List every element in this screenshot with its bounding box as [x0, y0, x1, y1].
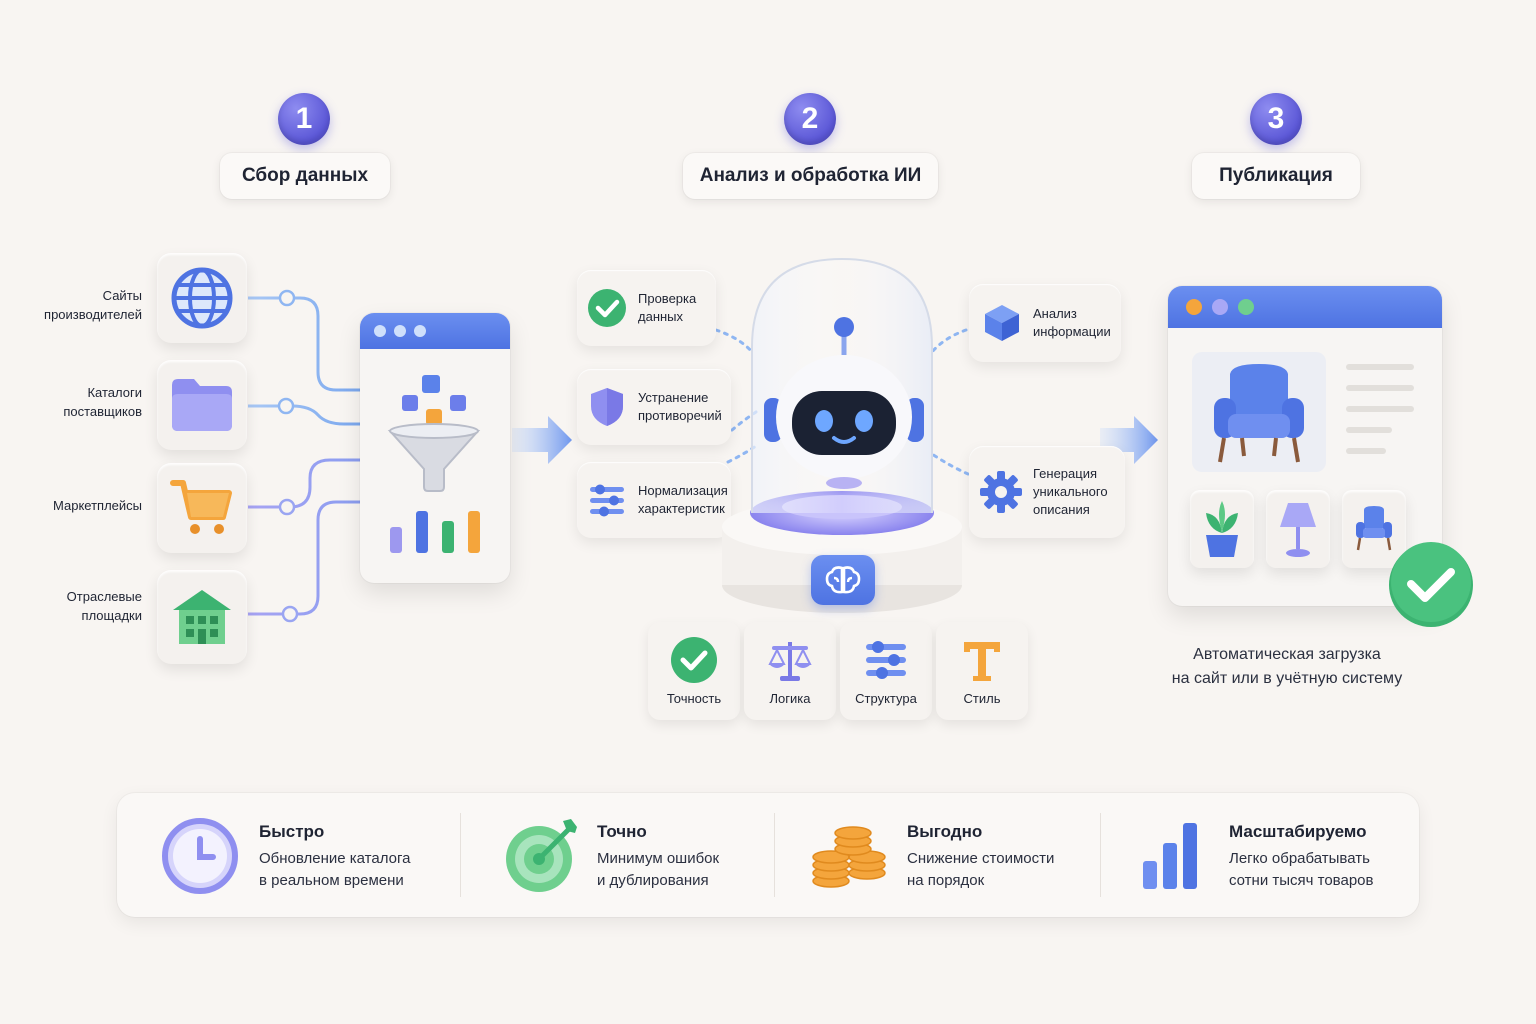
benefit-title-fast: Быстро: [259, 822, 325, 841]
thumb-plant: [1190, 490, 1254, 568]
globe-icon: [171, 267, 233, 329]
coins-icon: [812, 826, 886, 888]
divider: [460, 813, 461, 897]
source-tile-suppliers: [157, 360, 247, 450]
benefit-title-scalable: Масштабируемо: [1229, 822, 1367, 841]
source-tile-industry: [157, 570, 247, 664]
shield-icon: [591, 388, 623, 426]
window-dot: [414, 325, 426, 337]
window-dot: [374, 325, 386, 337]
brain-icon: [825, 566, 861, 594]
plant-icon: [1206, 501, 1238, 557]
sliders-icon: [866, 641, 906, 679]
ai-robot-icon: [722, 257, 962, 613]
cube-icon: [985, 305, 1019, 341]
quality-label: Точность: [666, 691, 722, 706]
bar-chart-icon: [390, 511, 480, 553]
quality-label: Логика: [769, 691, 811, 706]
step-3-title: Публикация: [1192, 153, 1360, 199]
step-3-badge: 3: [1250, 93, 1302, 145]
data-collector-window: [360, 313, 510, 583]
source-label-marketplaces: Маркетплейсы: [53, 498, 142, 513]
quality-label: Стиль: [963, 691, 1001, 706]
text-lines-icon: [1346, 364, 1414, 454]
brain-badge: [811, 555, 875, 605]
step-2-title: Анализ и обработка ИИ: [683, 153, 938, 199]
letter-t-icon: [964, 642, 1000, 681]
quality-strip: Точность Логика Структура Стиль: [646, 620, 1030, 724]
quality-accuracy: Точность: [648, 622, 740, 720]
target-icon: [506, 819, 577, 892]
source-tile-manufacturers: [157, 253, 247, 343]
funnel-icon: [387, 375, 481, 492]
source-tile-marketplaces: [157, 463, 247, 553]
window-titlebar: [1168, 286, 1442, 328]
success-check-icon: [1389, 542, 1473, 627]
quality-logic: Логика: [744, 622, 836, 720]
window-dot: [1238, 299, 1254, 315]
clock-icon: [162, 818, 238, 894]
step-1-title: Сбор данных: [220, 153, 390, 199]
benefit-title-accurate: Точно: [597, 822, 647, 841]
publication-caption: Автоматическая загрузка на сайт или в уч…: [1171, 646, 1403, 687]
building-icon: [173, 590, 231, 644]
armchair-icon: [1214, 364, 1304, 463]
step-2-badge: 2: [784, 93, 836, 145]
lamp-icon: [1280, 503, 1316, 557]
sliders-icon: [590, 484, 624, 517]
thumb-lamp: [1266, 490, 1330, 568]
gear-icon: [980, 471, 1022, 513]
divider: [774, 813, 775, 897]
scales-icon: [768, 642, 812, 681]
check-icon: [588, 289, 626, 327]
step-1-badge: 1: [278, 93, 330, 145]
benefit-title-profitable: Выгодно: [907, 822, 983, 841]
quality-structure: Структура: [840, 622, 932, 720]
window-dot: [1186, 299, 1202, 315]
window-dot: [1212, 299, 1228, 315]
folder-icon: [172, 379, 232, 431]
window-dot: [394, 325, 406, 337]
divider: [1100, 813, 1101, 897]
cart-icon: [170, 480, 232, 534]
product-image: [1192, 352, 1326, 472]
quality-label: Структура: [855, 691, 917, 706]
check-circle-icon: [671, 637, 717, 683]
thumb-armchair: [1342, 490, 1406, 568]
quality-style: Стиль: [936, 622, 1028, 720]
bar-chart-icon: [1143, 823, 1197, 889]
armchair-icon: [1356, 506, 1392, 551]
window-titlebar: [360, 313, 510, 349]
